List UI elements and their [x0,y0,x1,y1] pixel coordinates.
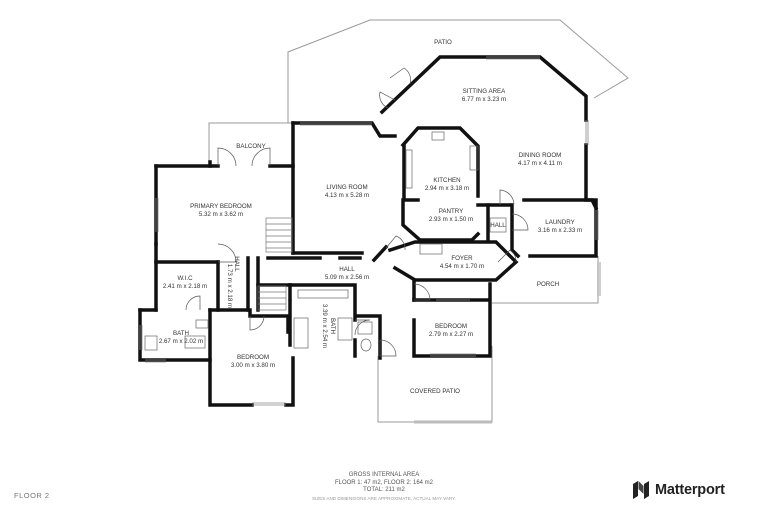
balcony-outline [208,122,292,162]
bedroom-right-name: BEDROOM [435,323,467,330]
pantry-dims: 2.93 m x 1.50 m [429,216,473,223]
doors [185,67,529,357]
bath-name: BATH [173,330,189,337]
area-summary-total: TOTAL: 211 m2 [363,487,405,493]
laundry-dims: 3.16 m x 2.33 m [538,227,582,234]
foyer-dims: 4.54 m x 1.70 m [440,263,484,270]
brand-name: Matterport [655,482,725,498]
bedroom-right-dims: 2.79 m x 2.27 m [429,331,473,338]
porch-outline [492,256,599,304]
hall-vertical-name: HALL [233,256,240,272]
bath-rotated-dims: 3.39 m x 2.54 m [321,304,328,348]
primary-bedroom-name: PRIMARY BEDROOM [190,203,252,210]
area-summary-title: GROSS INTERNAL AREA [348,472,420,478]
hall-small-name: HALL [490,222,506,229]
primary-bedroom-dims: 5.32 m x 3.62 m [199,211,243,218]
bath-dims: 2.67 m x 2.02 m [159,338,203,345]
bedroom-left-dims: 3.00 m x 3.80 m [231,362,275,369]
windows [139,56,601,406]
floor-label: FLOOR 2 [14,491,50,500]
bedroom-left-name: BEDROOM [237,354,269,361]
sitting-area-name: SITTING AREA [463,88,507,95]
dining-room-dims: 4.17 m x 4.11 m [518,160,562,167]
sitting-area-dims: 6.77 m x 3.23 m [462,96,506,103]
area-summary: GROSS INTERNAL AREA FLOOR 1: 47 m2, FLOO… [0,472,768,502]
hall-main-dims: 5.09 m x 2.56 m [325,274,369,281]
pantry-name: PANTRY [439,208,464,215]
living-room-dims: 4.13 m x 5.28 m [325,192,369,199]
patio-name: PATIO [434,39,452,46]
brand: Matterport [632,480,725,500]
laundry-name: LAUNDRY [545,219,574,226]
area-summary-disclaimer: SIZES AND DIMENSIONS ARE APPROXIMATE, AC… [312,495,456,501]
bath-rotated-name: BATH [329,318,336,334]
kitchen-dims: 2.94 m x 3.18 m [425,185,469,192]
area-summary-floors: FLOOR 1: 47 m2, FLOOR 2: 164 m2 [334,479,434,486]
hall-vertical-dims: 1.73 m x 2.18 m [226,264,233,308]
walls [138,55,599,407]
living-room-name: LIVING ROOM [326,184,367,191]
kitchen-name: KITCHEN [433,177,460,184]
porch-name: PORCH [537,281,559,288]
wic-name: W.I.C [177,275,193,282]
matterport-logo-icon [633,481,649,499]
wic-dims: 2.41 m x 2.18 m [163,283,207,290]
stairs [257,217,293,311]
hall-main-name: HALL [339,266,355,273]
foyer-name: FOYER [451,255,473,262]
covered-patio-name: COVERED PATIO [410,388,460,395]
balcony-name: BALCONY [236,143,266,150]
exterior-outlines [208,19,629,424]
dining-room-name: DINING ROOM [519,152,562,159]
patio-outline [287,19,629,123]
fixtures [144,131,507,352]
